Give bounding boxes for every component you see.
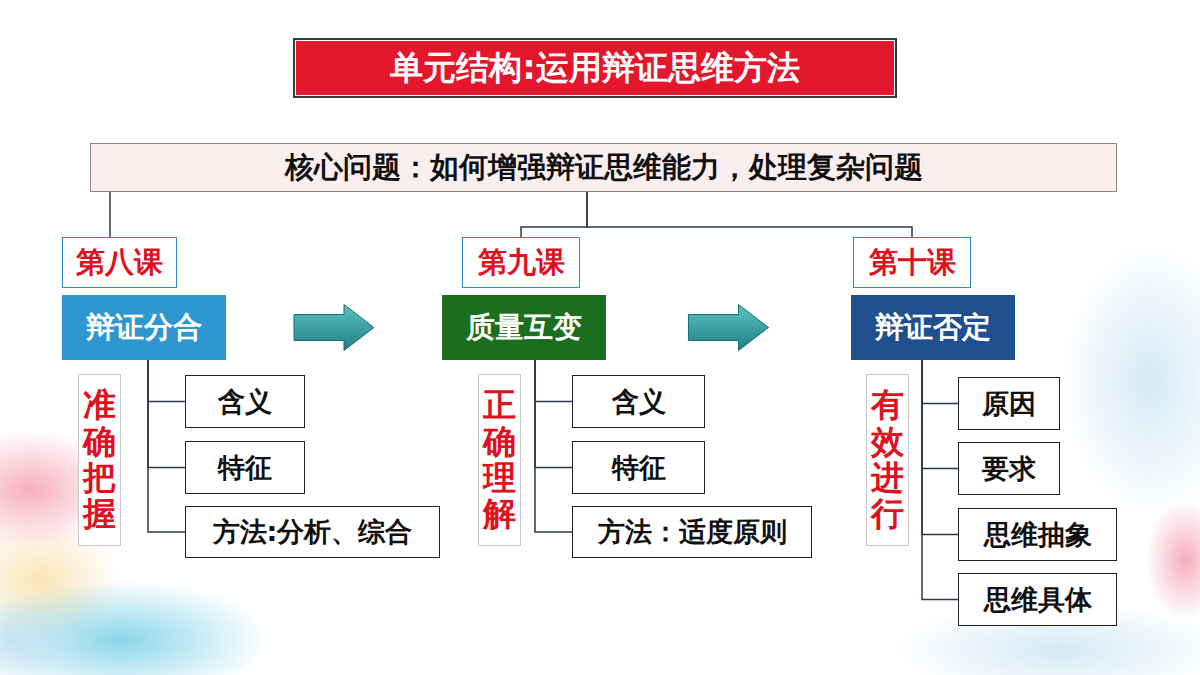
node-text: 特征 xyxy=(612,450,666,486)
bracket-line xyxy=(535,360,572,402)
node-text: 第九课 xyxy=(478,243,565,283)
bracket-line xyxy=(535,360,572,468)
node-text: 思维具体 xyxy=(984,582,1092,618)
topic-box: 辩证分合 xyxy=(62,295,226,360)
item-box: 要求 xyxy=(958,442,1060,495)
bracket-line xyxy=(535,360,572,532)
vertical-note: 正确理解 xyxy=(478,374,521,546)
node-text: 要求 xyxy=(982,451,1036,487)
block-arrow xyxy=(689,305,769,351)
node-text: 思维抽象 xyxy=(984,517,1092,553)
node-text: 方法:分析、综合 xyxy=(213,514,413,550)
node-text: 有效进行 xyxy=(871,387,904,532)
item-box: 方法:分析、综合 xyxy=(185,506,440,558)
paint-blob xyxy=(1145,500,1200,620)
item-box: 含义 xyxy=(185,375,305,428)
title-banner: 单元结构:运用辩证思维方法 xyxy=(293,38,897,98)
node-text: 准确把握 xyxy=(83,387,116,532)
bracket-line xyxy=(922,360,958,535)
paint-blob xyxy=(1060,240,1200,520)
item-box: 思维具体 xyxy=(958,573,1117,626)
node-text: 第十课 xyxy=(869,243,956,283)
paint-blob xyxy=(0,590,70,675)
bracket-line xyxy=(148,360,185,402)
vertical-note: 准确把握 xyxy=(78,374,121,546)
item-box: 含义 xyxy=(572,375,705,428)
node-text: 含义 xyxy=(218,384,272,420)
node-text: 辩证否定 xyxy=(875,308,991,348)
lesson-label: 第十课 xyxy=(853,237,971,288)
item-box: 思维抽象 xyxy=(958,508,1117,561)
core-question-box: 核心问题：如何增强辩证思维能力，处理复杂问题 xyxy=(90,143,1117,192)
node-text: 核心问题：如何增强辩证思维能力，处理复杂问题 xyxy=(285,148,923,188)
node-text: 方法：适度原则 xyxy=(598,514,787,550)
item-box: 方法：适度原则 xyxy=(572,506,812,558)
block-arrow xyxy=(294,305,374,351)
title-text: 单元结构:运用辩证思维方法 xyxy=(390,46,799,91)
bracket-line xyxy=(922,360,958,469)
bracket-line xyxy=(148,360,185,532)
item-box: 特征 xyxy=(185,441,305,494)
node-text: 特征 xyxy=(218,450,272,486)
node-text: 正确理解 xyxy=(483,387,516,532)
tree-line xyxy=(521,192,587,237)
node-text: 第八课 xyxy=(76,243,163,283)
node-text: 质量互变 xyxy=(466,308,582,348)
topic-box: 辩证否定 xyxy=(851,295,1015,360)
bracket-line xyxy=(922,360,958,600)
lesson-label: 第九课 xyxy=(462,237,580,288)
lesson-label: 第八课 xyxy=(62,237,177,288)
node-text: 含义 xyxy=(612,384,666,420)
bracket-line xyxy=(922,360,958,404)
item-box: 特征 xyxy=(572,441,705,494)
topic-box: 质量互变 xyxy=(442,295,606,360)
tree-line xyxy=(587,192,912,237)
item-box: 原因 xyxy=(958,377,1060,430)
node-text: 辩证分合 xyxy=(86,308,202,348)
node-text: 原因 xyxy=(982,386,1036,422)
bracket-line xyxy=(148,360,185,468)
vertical-note: 有效进行 xyxy=(866,374,909,546)
